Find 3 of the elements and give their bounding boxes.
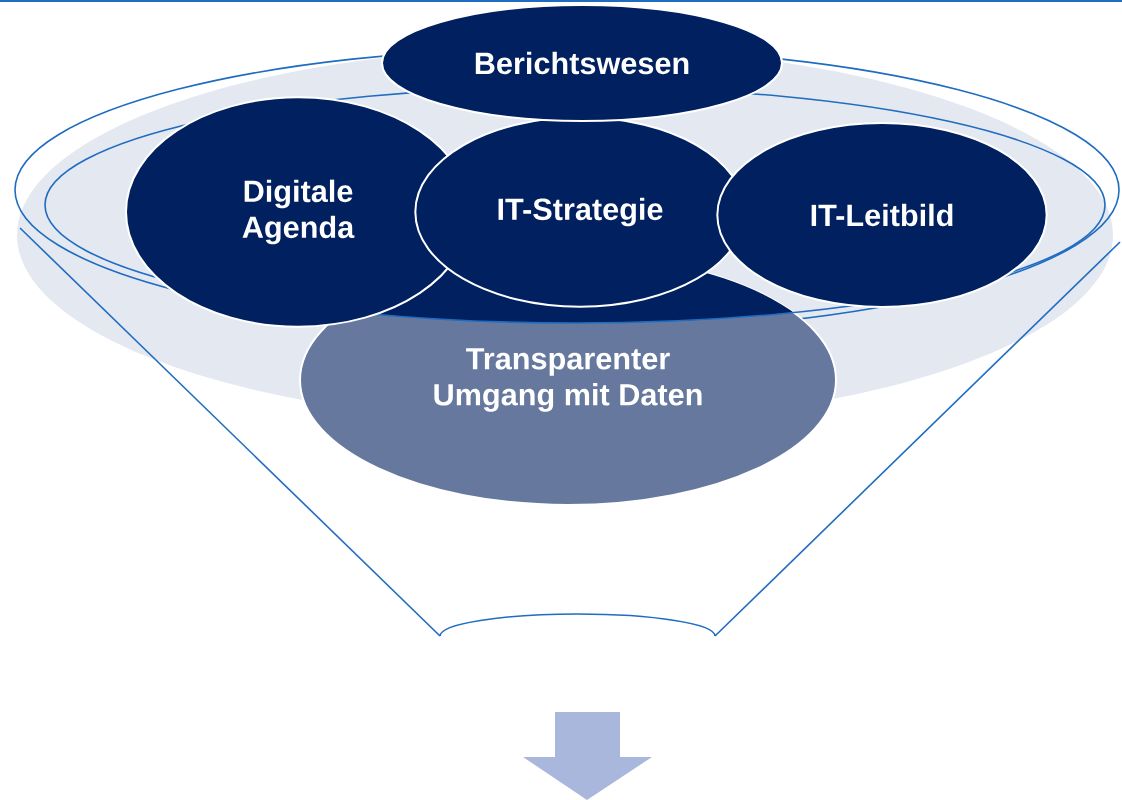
circle-node: IT-Strategie bbox=[414, 116, 746, 308]
ellipse-node: Berichtswesen bbox=[381, 4, 783, 122]
circle-node: IT-Leitbild bbox=[716, 122, 1048, 308]
